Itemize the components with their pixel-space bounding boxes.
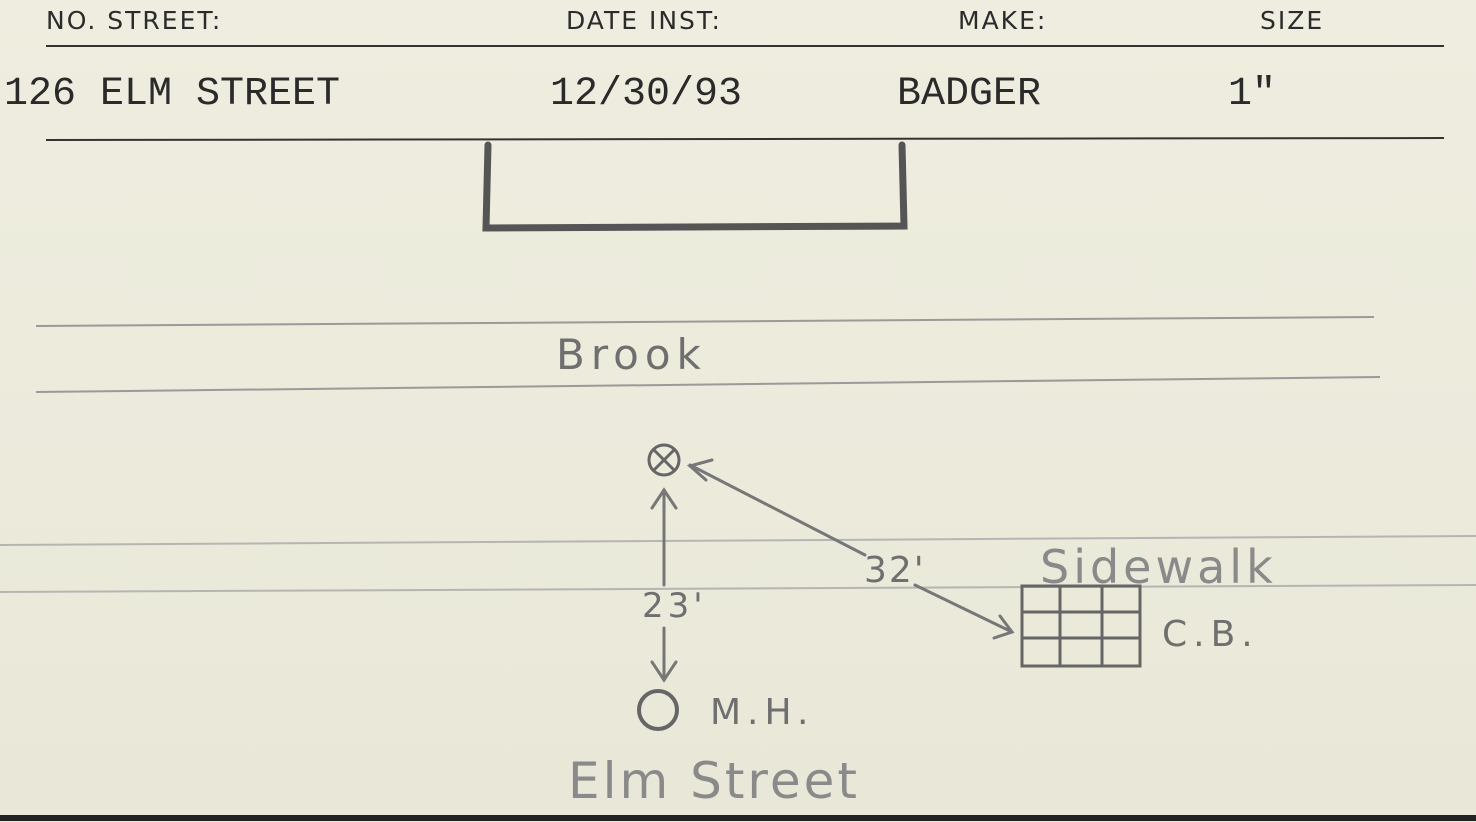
size-header: SIZE [1260,6,1325,35]
curb-stop-symbol [647,443,681,477]
make-value: BADGER [897,72,1042,117]
elm-street-label: Elm Street [568,752,861,810]
catch-basin-dimension-line [686,458,1015,640]
manhole-dimension-line [650,487,678,683]
catch-basin-symbol [1020,584,1142,668]
sidewalk-line-lower [0,584,1476,593]
date-installed-value: 12/30/93 [550,72,743,117]
size-value: 1" [1228,72,1277,117]
catch-basin-label: C.B. [1162,614,1259,655]
sidewalk-line-upper [0,535,1476,546]
manhole-label: M.H. [710,692,815,733]
street-value: 126 ELM STREET [4,72,341,117]
street-header: NO. STREET: [46,6,223,35]
date-installed-header: DATE INST: [566,6,722,35]
manhole-distance-label: 23' [642,586,707,626]
catch-basin-distance-label: 32' [864,550,926,591]
brook-bank-lower [35,376,1381,393]
brook-bank-upper [35,316,1375,327]
value-rule [45,137,1445,141]
house-outline [482,141,908,232]
sidewalk-label: Sidewalk [1040,540,1277,594]
brook-label: Brook [556,330,707,379]
make-header: MAKE: [958,6,1048,35]
manhole-symbol [637,689,679,731]
